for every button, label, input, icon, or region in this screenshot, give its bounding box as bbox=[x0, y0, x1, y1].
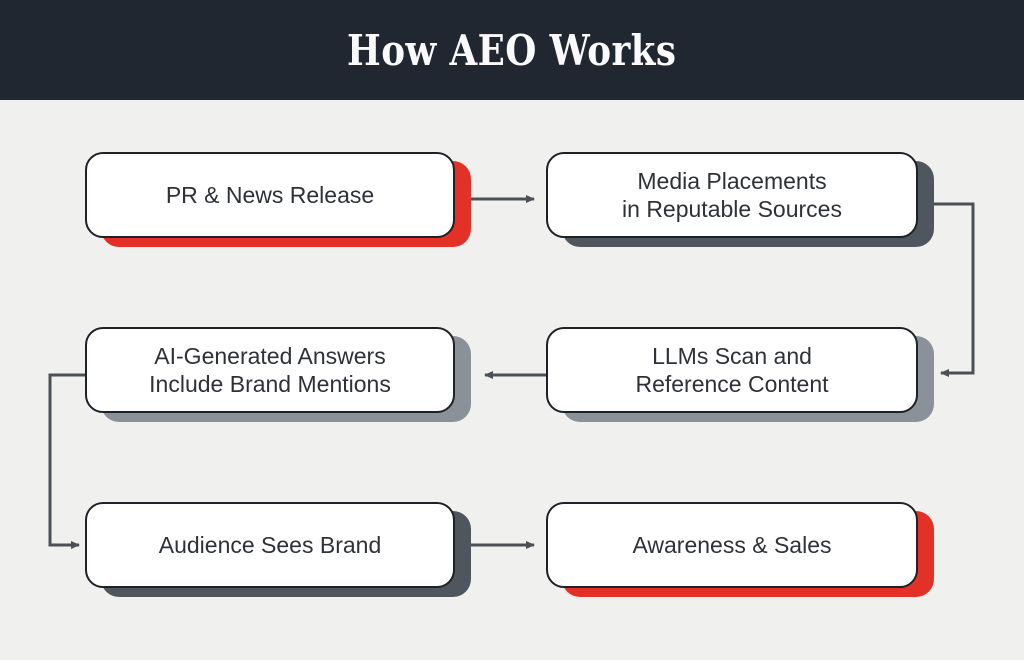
flow-node-media-placements: Media Placements in Reputable Sources bbox=[546, 152, 918, 238]
node-label: PR & News Release bbox=[165, 182, 375, 208]
flow-node-ai-generated-answers: AI-Generated Answers Include Brand Menti… bbox=[85, 327, 455, 413]
node-label: Awareness & Sales bbox=[632, 532, 832, 558]
header-bar: How AEO Works bbox=[0, 0, 1024, 100]
node-label: AI-Generated Answers bbox=[154, 343, 386, 369]
node-label: Reference Content bbox=[635, 371, 829, 397]
flow-node-llms-scan: LLMs Scan and Reference Content bbox=[546, 327, 918, 413]
flow-node-awareness-sales: Awareness & Sales bbox=[546, 502, 918, 588]
node-label: in Reputable Sources bbox=[622, 196, 842, 222]
arrow-media-to-llms bbox=[928, 202, 975, 377]
flow-node-audience-sees-brand: Audience Sees Brand bbox=[85, 502, 455, 588]
node-label: Include Brand Mentions bbox=[149, 371, 391, 397]
flow-node-pr-news-release: PR & News Release bbox=[85, 152, 455, 238]
page-title: How AEO Works bbox=[347, 25, 677, 75]
arrow-ai-to-audience bbox=[48, 373, 86, 549]
node-label: Audience Sees Brand bbox=[158, 532, 382, 558]
node-label: Media Placements bbox=[637, 168, 827, 194]
node-label: LLMs Scan and bbox=[652, 343, 812, 369]
